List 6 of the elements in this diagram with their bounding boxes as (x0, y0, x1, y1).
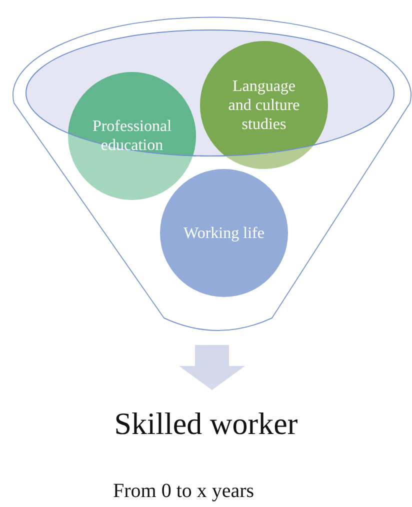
note-text: From 0 to x years (113, 480, 254, 503)
circle-label: Working life (182, 224, 266, 242)
block-arrow (179, 345, 245, 390)
circle-label: Professional education (91, 117, 173, 155)
result-text: Skilled worker (114, 406, 298, 442)
circle-label: Language and culture studies (227, 76, 301, 134)
